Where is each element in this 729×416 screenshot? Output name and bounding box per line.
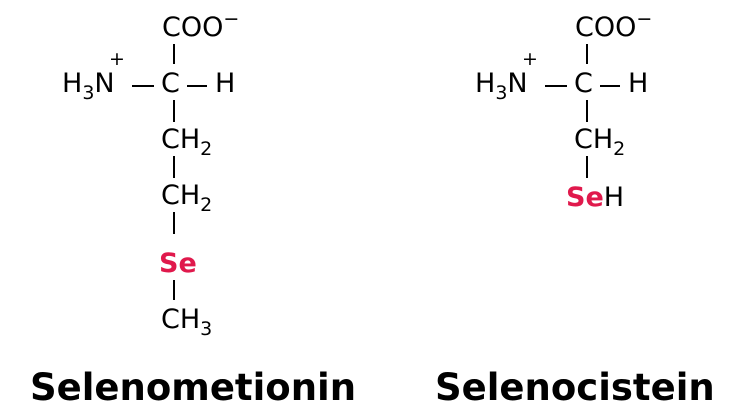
methyl-label: CH [161, 304, 201, 335]
bond-n-alpha [132, 85, 154, 87]
bond-n-alpha [545, 85, 567, 87]
methylene-subscript: 2 [613, 138, 626, 160]
alpha-carbon: C [161, 68, 180, 99]
carboxyl-label: COO [162, 12, 224, 43]
methylene-label: CH [574, 124, 614, 155]
carboxyl-group: COO − [575, 8, 652, 43]
amino-group: H3N [62, 68, 115, 104]
amino-n: N [94, 68, 115, 99]
selenol-hydrogen: H [603, 182, 625, 213]
alpha-hydrogen: H [628, 68, 649, 99]
methylene-2: CH2 [161, 180, 212, 216]
carboxyl-group: COO − [162, 8, 239, 43]
bond-alpha-ch2a [173, 100, 175, 122]
amino-h: H [475, 68, 496, 99]
selenol-group: SeH [566, 184, 624, 211]
bond-se-ch3 [173, 280, 175, 300]
methyl-group: CH3 [161, 304, 212, 340]
bond-carboxyl-alpha [173, 44, 175, 64]
carboxyl-charge: − [636, 8, 653, 30]
selenomethionine-name: Selenometionin [30, 366, 357, 409]
amino-h: H [62, 68, 83, 99]
amino-subscript: 3 [495, 82, 508, 104]
amino-subscript: 3 [82, 82, 95, 104]
amino-charge: + [522, 48, 538, 70]
bond-ch2-se [586, 156, 588, 178]
methylene-1: CH2 [161, 124, 212, 160]
selenium-atom: Se [566, 182, 604, 213]
amino-charge: + [109, 48, 125, 70]
bond-carboxyl-alpha [586, 44, 588, 64]
bond-alpha-ch2 [586, 100, 588, 122]
carboxyl-charge: − [223, 8, 240, 30]
alpha-carbon: C [574, 68, 593, 99]
methylene-1-subscript: 2 [200, 138, 213, 160]
bond-alpha-h [187, 85, 207, 87]
methylene: CH2 [574, 124, 625, 160]
carboxyl-label: COO [575, 12, 637, 43]
bond-ch2a-ch2b [173, 156, 175, 178]
selenocysteine-name: Selenocistein [435, 366, 715, 409]
bond-alpha-h [600, 85, 620, 87]
bond-ch2b-se [173, 212, 175, 234]
methyl-subscript: 3 [200, 318, 213, 340]
amino-n: N [507, 68, 528, 99]
methylene-1-label: CH [161, 124, 201, 155]
methylene-2-subscript: 2 [200, 194, 213, 216]
amino-group: H3N [475, 68, 528, 104]
methylene-2-label: CH [161, 180, 201, 211]
selenium-atom: Se [159, 248, 197, 279]
alpha-hydrogen: H [215, 68, 236, 99]
